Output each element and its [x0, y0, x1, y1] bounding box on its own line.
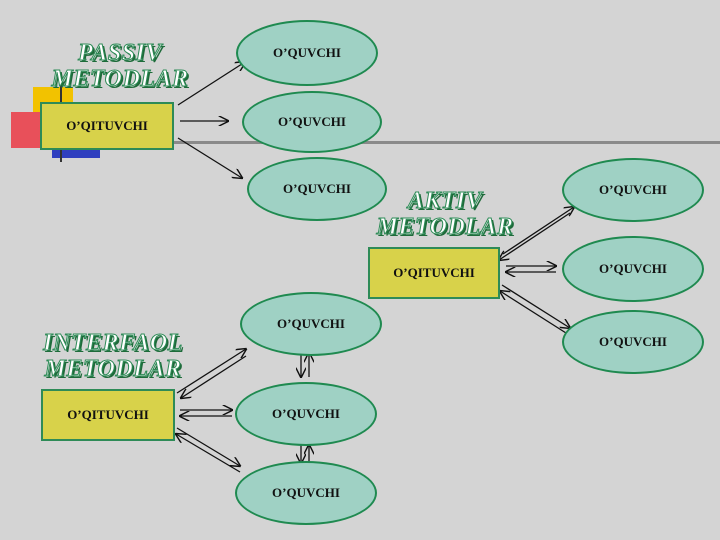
arrow-active-3a: [501, 284, 570, 328]
heading-active: AKTIV METODLAR: [365, 188, 525, 241]
student-oval-active-3: O’QUVCHI: [562, 310, 704, 374]
arrow-active-1b: [499, 212, 571, 260]
student-oval-passive-3: O’QUVCHI: [247, 157, 387, 221]
student-oval-passive-1: O’QUVCHI: [236, 20, 378, 86]
divider-line: [40, 141, 720, 144]
heading-interactive-line1: INTERFAOL: [43, 330, 183, 357]
student-oval-interactive-2: O’QUVCHI: [235, 382, 377, 446]
arrow-active-3b: [500, 291, 567, 334]
arrow-inter-3b: [176, 434, 241, 473]
heading-passive-line2: METODLAR: [51, 66, 189, 93]
student-oval-active-1: O’QUVCHI: [562, 158, 704, 222]
arrow-passive-1: [177, 62, 245, 106]
arrow-active-1a: [502, 207, 574, 255]
heading-active-line2: METODLAR: [376, 214, 514, 241]
student-oval-interactive-3: O’QUVCHI: [235, 461, 377, 525]
arrow-inter-1a: [176, 349, 246, 394]
arrow-inter-1b: [181, 355, 247, 398]
teacher-box-passive: O’QITUVCHI: [40, 102, 174, 150]
heading-active-line1: AKTIV: [407, 188, 483, 215]
heading-interactive: INTERFAOL METODLAR: [33, 330, 193, 383]
heading-passive-line1: PASSIV: [78, 40, 162, 67]
heading-interactive-line2: METODLAR: [44, 356, 182, 383]
student-oval-passive-2: O’QUVCHI: [242, 91, 382, 153]
student-oval-active-2: O’QUVCHI: [562, 236, 704, 302]
student-oval-interactive-1: O’QUVCHI: [240, 292, 382, 356]
teacher-box-active: O’QITUVCHI: [368, 247, 500, 299]
heading-passive: PASSIV METODLAR: [40, 40, 200, 93]
arrow-inter-3a: [176, 427, 240, 466]
teacher-box-interactive: O’QITUVCHI: [41, 389, 175, 441]
arrow-passive-3: [177, 137, 242, 178]
